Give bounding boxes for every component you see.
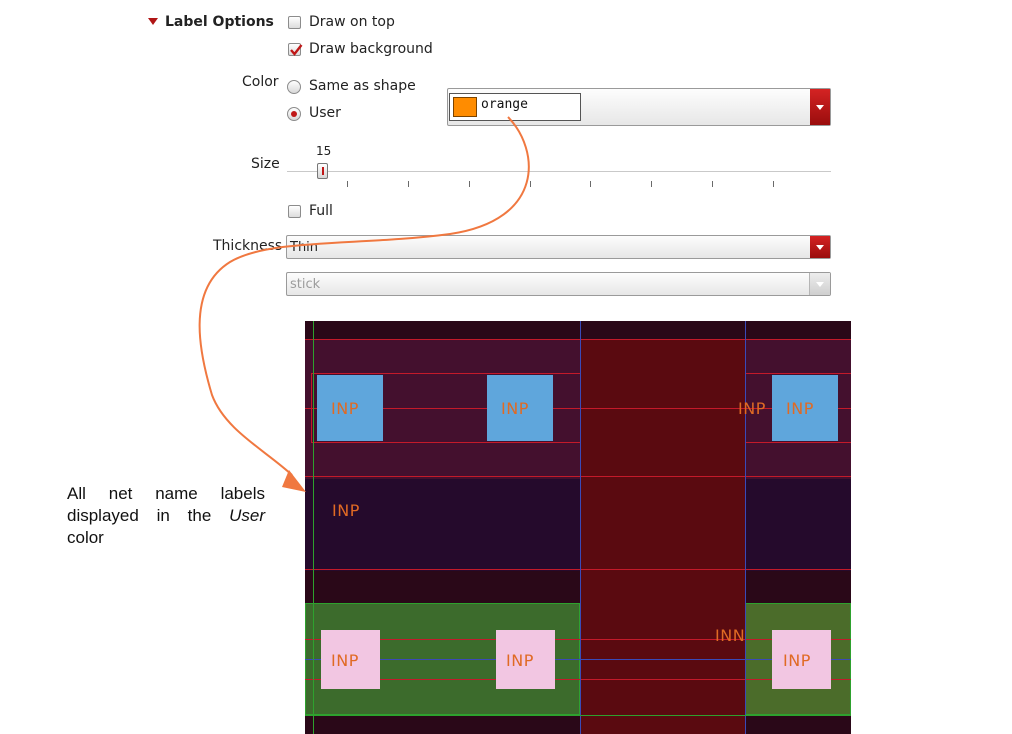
- layout-wire: [745, 321, 746, 734]
- net-label: INP: [331, 651, 359, 670]
- slider-tick: [530, 181, 531, 187]
- net-label: INP: [332, 501, 360, 520]
- layout-wire: [313, 321, 314, 734]
- net-label: INP: [783, 651, 811, 670]
- layout-wire: [305, 408, 851, 409]
- color-value-field[interactable]: orange: [449, 93, 581, 121]
- thickness-value: Thin: [290, 240, 319, 255]
- annotation-text-main: All net name labels displayed in the: [67, 484, 265, 525]
- full-checkbox[interactable]: [288, 205, 301, 218]
- contact-square: [321, 630, 380, 689]
- net-label: INP: [501, 399, 529, 418]
- layout-column-center: [580, 339, 745, 734]
- net-label: INN: [715, 626, 746, 645]
- color-swatch: [453, 97, 477, 117]
- layout-wire: [305, 339, 851, 340]
- layout-wire: [580, 321, 581, 734]
- thickness-dropdown[interactable]: Thin: [286, 235, 831, 259]
- size-value: 15: [316, 144, 332, 158]
- size-slider-thumb[interactable]: [317, 163, 328, 179]
- contact-square: [496, 630, 555, 689]
- color-name: orange: [481, 97, 528, 112]
- layout-wire: [305, 476, 851, 477]
- layout-wire: [305, 639, 851, 640]
- draw-background-checkbox[interactable]: [288, 43, 303, 56]
- draw-background-label: Draw background: [309, 41, 433, 57]
- annotation-text: All net name labels displayed in the Use…: [67, 483, 265, 549]
- thickness-label: Thickness: [213, 238, 283, 254]
- slider-tick: [651, 181, 652, 187]
- slider-tick: [712, 181, 713, 187]
- net-label: INP: [738, 399, 766, 418]
- color-label: Color: [242, 74, 279, 90]
- layout-wire: [305, 659, 851, 660]
- style-value: stick: [290, 277, 321, 292]
- layout-wire: [305, 569, 851, 570]
- radio-selected-dot: [291, 111, 297, 117]
- slider-tick: [469, 181, 470, 187]
- layout-wire: [305, 715, 851, 716]
- net-label: INP: [786, 399, 814, 418]
- same-as-shape-label: Same as shape: [309, 78, 416, 94]
- label-options-header[interactable]: Label Options: [165, 14, 274, 30]
- draw-on-top-label: Draw on top: [309, 14, 395, 30]
- slider-tick: [408, 181, 409, 187]
- user-label: User: [309, 105, 341, 121]
- layout-view[interactable]: INP INP INP INP INP INN INP INP INP: [305, 321, 851, 734]
- size-slider-track[interactable]: [287, 171, 831, 172]
- full-label: Full: [309, 203, 333, 219]
- user-radio[interactable]: [287, 107, 301, 121]
- layout-row-mid: [305, 479, 851, 571]
- slider-tick: [347, 181, 348, 187]
- slider-tick: [590, 181, 591, 187]
- checkmark-icon: [290, 44, 303, 56]
- net-label: INP: [506, 651, 534, 670]
- same-as-shape-radio[interactable]: [287, 80, 301, 94]
- net-label: INP: [331, 399, 359, 418]
- contact-square: [772, 630, 831, 689]
- draw-on-top-checkbox[interactable]: [288, 16, 301, 29]
- dropdown-arrow-icon[interactable]: [810, 89, 830, 125]
- layout-wire: [305, 679, 851, 680]
- size-label: Size: [251, 156, 280, 172]
- dropdown-arrow-icon[interactable]: [810, 236, 830, 258]
- style-dropdown: stick: [286, 272, 831, 296]
- annotation-emphasis: User: [229, 506, 265, 525]
- annotation-text-end: color: [67, 528, 104, 547]
- contact-square: [772, 375, 838, 441]
- slider-tick: [773, 181, 774, 187]
- collapse-triangle-icon[interactable]: [148, 18, 158, 25]
- dropdown-arrow-icon: [809, 273, 830, 295]
